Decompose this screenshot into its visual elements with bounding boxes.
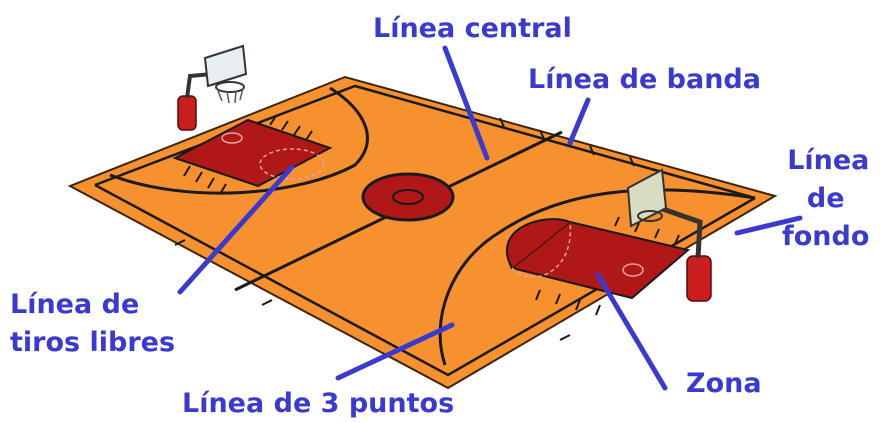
basket-post-right — [686, 255, 712, 302]
label-center-line: Línea central — [373, 13, 572, 44]
pointer-end-line — [734, 215, 803, 236]
key-zone-left — [172, 118, 333, 188]
label-three-point-line: Línea de 3 puntos — [182, 388, 455, 419]
label-free-throw-line-1: Línea de — [10, 289, 140, 320]
free-throw-circle-left — [259, 148, 325, 180]
three-point-arc-left — [109, 86, 369, 195]
backboard-left — [203, 44, 248, 88]
pointer-free-throw-line — [177, 164, 295, 295]
edge-ticks-bottom — [174, 239, 571, 341]
pointer-zone — [595, 272, 668, 391]
key-ticks-right — [535, 216, 680, 316]
edge-ticks-top — [499, 117, 635, 167]
label-side-line: Línea de banda — [528, 64, 761, 95]
three-point-arc-right — [438, 188, 756, 366]
pointer-side-line — [567, 97, 591, 146]
hoop-ring-left — [221, 132, 243, 144]
center-circle — [361, 172, 455, 222]
label-end-line: Línea de fondo — [782, 142, 869, 256]
label-end-line-word-3: fondo — [782, 221, 870, 252]
side-line-top — [94, 84, 756, 200]
label-end-line-word-2: de — [806, 183, 845, 214]
rim-right — [637, 210, 663, 222]
rim-left — [215, 81, 245, 93]
basket-arm-right — [659, 205, 703, 259]
label-zone: Zona — [686, 368, 762, 399]
basket-arm-left — [185, 72, 213, 99]
key-zone-right — [509, 220, 691, 300]
label-free-throw-line-2: tiros libres — [10, 327, 176, 358]
pointer-three-point-line — [335, 322, 455, 381]
label-end-line-word-1: Línea — [787, 145, 870, 176]
free-throw-dashed-right — [511, 221, 572, 278]
net-left — [216, 87, 244, 104]
center-circle-inner — [392, 189, 424, 205]
free-throw-semicircle-right — [505, 218, 571, 269]
pointer-center-line — [442, 45, 490, 161]
basket-post-left — [177, 95, 197, 131]
label-free-throw-line: Línea de tiros libres — [10, 286, 175, 362]
hoop-ring-right — [622, 263, 644, 277]
key-ticks-left — [183, 115, 313, 195]
